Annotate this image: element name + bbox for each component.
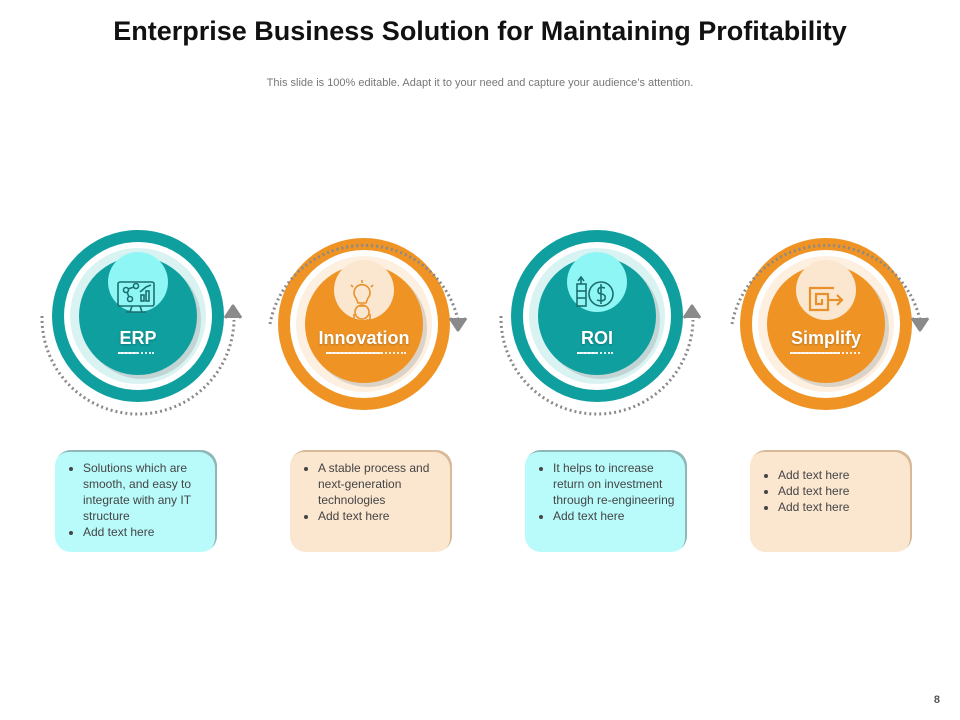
page-number: 8 xyxy=(933,694,940,706)
ring-erp xyxy=(40,230,243,416)
ring-roi xyxy=(499,230,702,416)
bullet-item: Add text here xyxy=(778,467,900,483)
step-description-simplify: Add text here Add text here Add text her… xyxy=(750,450,912,552)
slide-title: Enterprise Business Solution for Maintai… xyxy=(113,16,847,46)
step-description-roi: It helps to increase return on investmen… xyxy=(525,450,687,552)
label-underline xyxy=(577,352,613,354)
bullet-item: A stable process and next-generation tec… xyxy=(318,460,440,508)
label-underline xyxy=(118,352,154,354)
step-card-innovation: Innovation xyxy=(264,228,468,428)
step-card-erp: ERP xyxy=(38,228,243,428)
simplify-arrow-icon xyxy=(794,268,854,328)
dollar-return-icon xyxy=(565,262,625,322)
ring-innovation xyxy=(268,238,468,410)
bullet-item: Add text here xyxy=(318,508,440,524)
step-label: ROI xyxy=(580,328,613,348)
bullet-item: Add text here xyxy=(83,524,205,540)
label-underline xyxy=(790,352,860,354)
bullet-item: Solutions which are smooth, and easy to … xyxy=(83,460,205,524)
monitor-network-icon xyxy=(106,262,166,322)
step-description-innovation: A stable process and next-generation tec… xyxy=(290,450,452,552)
step-description-erp: Solutions which are smooth, and easy to … xyxy=(55,450,217,552)
label-underline xyxy=(326,352,406,354)
step-label: ERP xyxy=(119,328,157,348)
bullet-item: It helps to increase return on investmen… xyxy=(553,460,675,508)
bullet-item: Add text here xyxy=(778,483,900,499)
step-card-simplify: Simplify xyxy=(726,228,930,428)
step-label: Simplify xyxy=(790,328,861,348)
step-card-roi: ROI xyxy=(497,228,702,428)
bullet-item: Add text here xyxy=(778,499,900,515)
slide-subtitle: This slide is 100% editable. Adapt it to… xyxy=(266,77,694,89)
lightbulb-gear-icon xyxy=(332,268,392,328)
step-label: Innovation xyxy=(318,328,410,348)
bullet-item: Add text here xyxy=(553,508,675,524)
